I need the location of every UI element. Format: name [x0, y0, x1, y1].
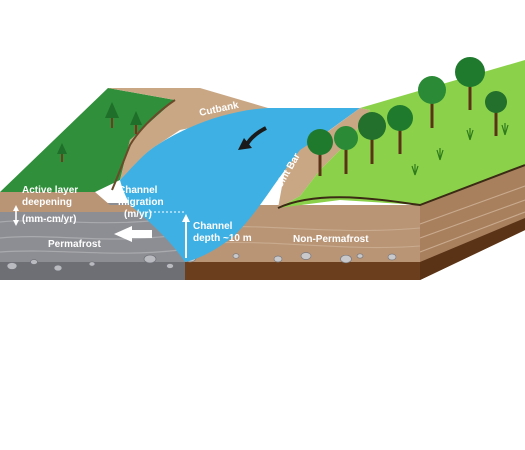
channel-migration-label-line1: Channel [118, 185, 158, 196]
permafrost-label: Permafrost [48, 239, 101, 250]
channel-depth-label-line1: Channel [193, 221, 233, 232]
non-permafrost-label: Non-Permafrost [293, 234, 369, 245]
flow-arrow-head [238, 138, 252, 150]
active-layer-label-line3: (mm-cm/yr) [22, 214, 76, 225]
active-layer-arrow-head-up [13, 205, 19, 211]
river-water [120, 108, 360, 262]
channel-migration-label-line2: migration [118, 197, 164, 208]
tundra-trees [57, 102, 142, 162]
cutbank-rim [111, 99, 176, 191]
channel-depth-label-line2: depth ~10 m [193, 233, 252, 244]
channel-migration-label-line3: (m/yr) [124, 209, 152, 220]
channel-depth-arrow-head [182, 214, 190, 222]
active-layer-label-line1: Active layer [22, 185, 78, 196]
permafrost-stones [6, 254, 174, 272]
block-right-side-bottom [420, 218, 525, 280]
channel-migration-arrow [114, 226, 152, 242]
forest-trees [307, 57, 509, 176]
forest-rim [277, 164, 525, 209]
tundra-surface [0, 88, 175, 192]
active-layer-label-line2: deepening [22, 197, 72, 208]
active-layer-arrow-head-down [13, 220, 19, 226]
cutbank-slope [108, 88, 268, 180]
permafrost-bottom-band [0, 262, 185, 280]
